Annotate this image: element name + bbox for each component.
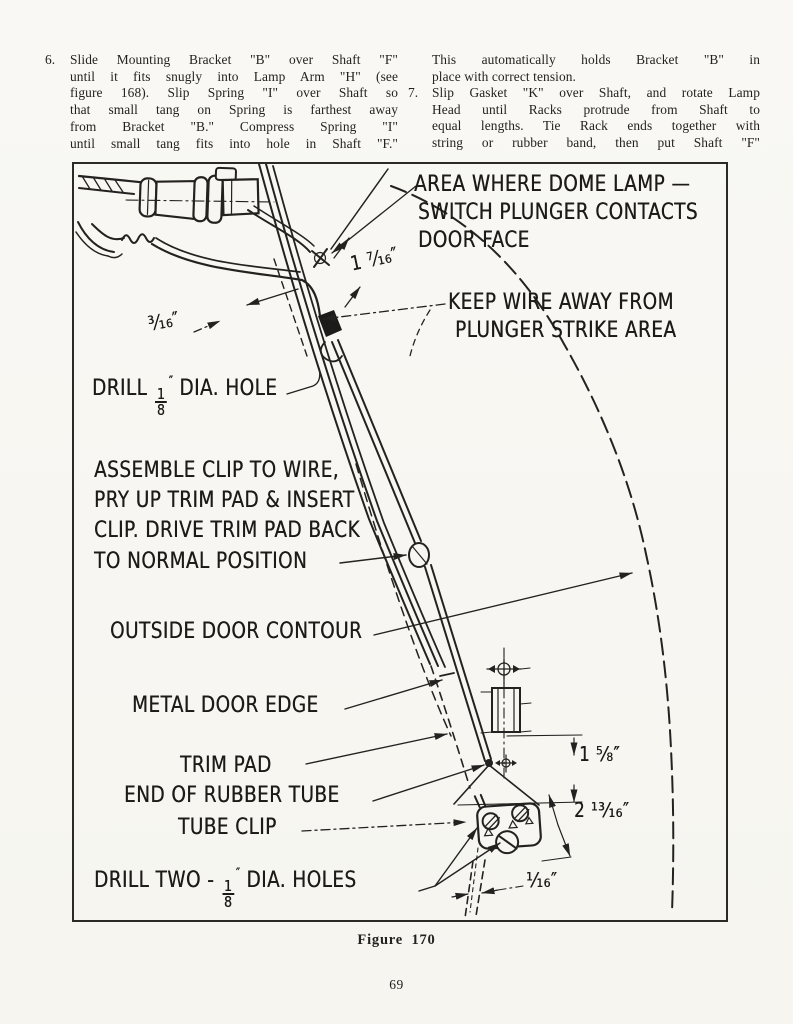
text-line: from Bracket "B." Compress Spring "I" (70, 118, 398, 134)
text-line: Slide Mounting Bracket "B" over Shaft "F… (70, 52, 398, 67)
label-assemble-3: CLIP. DRIVE TRIM PAD BACK (94, 518, 361, 543)
item6-number: 6. (45, 52, 56, 67)
label-dome-lamp-area-2: SWITCH PLUNGER CONTACTS (418, 200, 698, 225)
text-line: until it fits snugly into Lamp Arm "H" (… (70, 68, 398, 84)
leader-arrows (193, 185, 633, 892)
dim-bracket-diagonal: 2 ¹³⁄₁₆″ (574, 798, 630, 822)
tube-clip-bracket (473, 793, 542, 855)
switch-plunger-detail (480, 647, 532, 779)
text-line: This automatically holds Bracket "B" in (432, 52, 760, 67)
text-line: Slip Gasket "K" over Shaft, and rotate L… (432, 85, 760, 100)
dome-lamp-drawing (75, 166, 322, 318)
text-line: Head until Racks protrude from Shaft to (432, 101, 760, 117)
text-line: string or rubber band, then put Shaft "F… (432, 135, 760, 151)
figure-drawing (75, 164, 675, 919)
figure-box: AREA WHERE DOME LAMP — SWITCH PLUNGER CO… (72, 162, 728, 922)
label-dome-lamp-area-1: AREA WHERE DOME LAMP — (414, 172, 691, 197)
item7-text: Slip Gasket "K" over Shaft, and rotate L… (432, 85, 760, 152)
drill-two-post: DIA. HOLES (246, 868, 357, 893)
dim-bracket-vertical: 1 ⁵⁄₈″ (579, 742, 621, 766)
label-tube-clip: TUBE CLIP (178, 815, 277, 840)
rubber-tube-lines (331, 339, 540, 806)
item6-text: Slide Mounting Bracket "B" over Shaft "F… (70, 52, 398, 152)
drill-hole-post: DIA. HOLE (179, 376, 278, 401)
text-line: figure 168). Slip Spring "I" over Shaft … (70, 85, 398, 101)
label-assemble-2: PRY UP TRIM PAD & INSERT (94, 488, 355, 513)
page-number: 69 (389, 977, 404, 992)
label-assemble-4: TO NORMAL POSITION (94, 549, 308, 574)
text-line: equal lengths. Tie Rack ends together wi… (432, 118, 760, 134)
dim-hole-spacing: ¹⁄₁₆″ (526, 868, 558, 892)
figure-caption: Figure 170 (357, 932, 436, 948)
label-assemble-1: ASSEMBLE CLIP TO WIRE, (94, 458, 339, 483)
label-dome-lamp-area-3: DOOR FACE (418, 228, 530, 253)
item7-intro-text: This automatically holds Bracket "B" in … (432, 52, 760, 85)
text-line: that small tang on Spring is farthest aw… (70, 102, 398, 118)
label-trim-pad: TRIM PAD (180, 753, 272, 778)
drill-two-pre: DRILL TWO - (94, 868, 215, 893)
drill-hole-pre: DRILL (92, 376, 148, 401)
text-line: until small tang fits into hole in Shaft… (70, 135, 398, 151)
wire-clip-detail (311, 248, 343, 363)
label-keep-wire-1: KEEP WIRE AWAY FROM (448, 290, 674, 315)
item7-number: 7. (408, 85, 419, 100)
door-contour-line (330, 168, 675, 913)
label-metal-door-edge: METAL DOOR EDGE (132, 693, 319, 718)
label-keep-wire-2: PLUNGER STRIKE AREA (455, 318, 677, 343)
text-line: place with correct tension. (432, 68, 576, 84)
label-outside-door-contour: OUTSIDE DOOR CONTOUR (110, 619, 363, 644)
label-end-of-rubber-tube: END OF RUBBER TUBE (124, 783, 340, 808)
